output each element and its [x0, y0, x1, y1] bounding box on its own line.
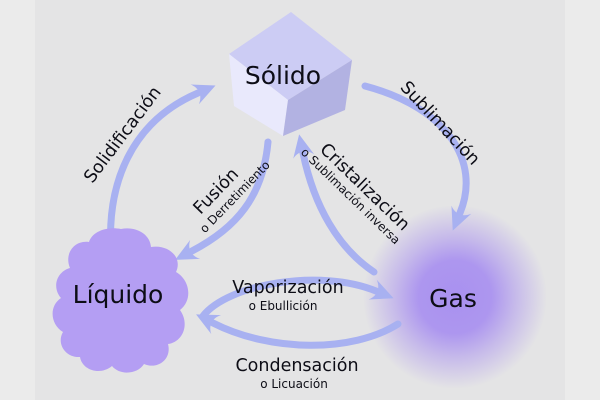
cube-right-face [283, 60, 352, 136]
arrow-solidificacion [107, 84, 216, 254]
vaporizacion-label-group: Vaporización o Ebullición [232, 278, 343, 313]
liquid-blob [52, 228, 189, 373]
background-right-band [565, 0, 600, 400]
cube-top-face [229, 12, 352, 100]
condensacion-label: Condensación [235, 356, 358, 376]
liquid-label: Líquido [73, 280, 164, 309]
solid-label: Sólido [245, 61, 321, 90]
arrow-fusion [175, 138, 272, 260]
gas-cloud [363, 205, 547, 389]
arrow-cristalizacion [293, 134, 378, 276]
arrow-sublimacion [361, 82, 472, 231]
transition-arrows [107, 82, 472, 349]
gas-label: Gas [429, 284, 477, 313]
solid-cube [229, 12, 352, 136]
vaporizacion-label: Vaporización [232, 278, 343, 298]
condensacion-label-group: Condensación o Licuación [235, 356, 358, 391]
condensacion-alt-label: o Licuación [260, 377, 328, 391]
background-left-band [0, 0, 35, 400]
cube-left-face [229, 54, 288, 136]
arrow-vaporizacion [199, 276, 394, 320]
arrow-condensacion [196, 314, 402, 349]
vaporizacion-alt-label: o Ebullición [249, 299, 318, 313]
